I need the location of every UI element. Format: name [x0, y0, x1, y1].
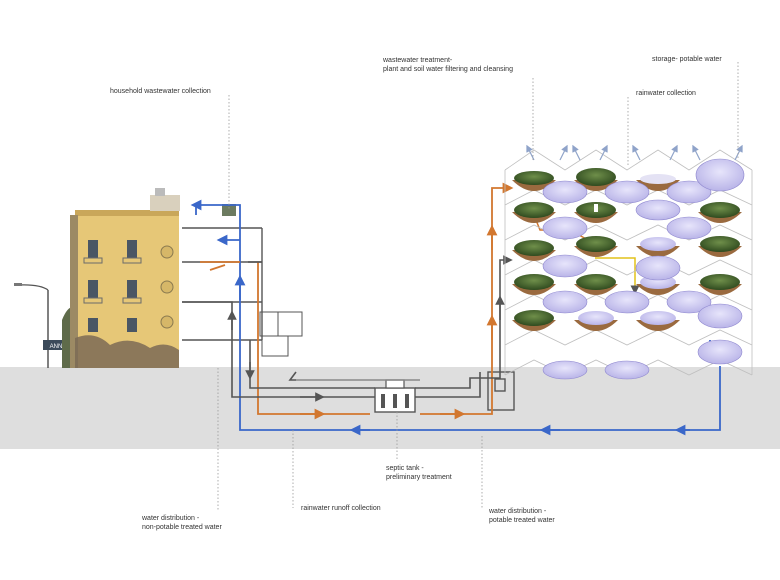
potable-water-pipes [190, 199, 721, 436]
planter [512, 202, 556, 223]
runoff-label-text: rainwater runoff collection [301, 505, 381, 512]
building-annex [259, 311, 303, 357]
evaporation-arrows [526, 144, 743, 161]
planter [574, 311, 618, 331]
nonpotable-label-line1: water distribution - [142, 515, 200, 522]
planter [574, 274, 618, 295]
wastewater-pipes [200, 182, 589, 420]
nonpotable-label-line2: non-potable treated water [142, 524, 222, 531]
storage-label: storage- potable water [652, 55, 722, 64]
graywater-pipes [182, 255, 513, 402]
treatment-label-line1: wastewater treatment- [383, 57, 453, 64]
street-sign: ANN [43, 340, 69, 350]
septic-label-line1: septic tank - [386, 465, 424, 472]
label-leaders [217, 62, 739, 510]
filter-tank [487, 371, 515, 411]
planter [636, 237, 680, 257]
rainwater-collection-text: rainwater collection [636, 90, 696, 97]
planter [698, 274, 742, 295]
planter [512, 240, 556, 261]
planter [698, 236, 742, 257]
rainwater-collection-label: rainwater collection [636, 89, 696, 98]
treatment-label-line2: plant and soil water filtering and clean… [383, 66, 513, 73]
household-wastewater-text: household wastewater collection [110, 88, 211, 95]
street-lamp-icon [14, 283, 49, 368]
household-floors [182, 227, 263, 341]
potable-label-line2: potable treated water [489, 517, 555, 524]
street-sign-text: ANN [50, 344, 63, 350]
treatment-label: wastewater treatment- plant and soil wat… [383, 56, 513, 74]
nonpotable-distribution-label: water distribution - non-potable treated… [142, 514, 222, 532]
septic-tank-label: septic tank - preliminary treatment [386, 464, 452, 482]
planter-modules [512, 168, 742, 331]
septic-label-line2: preliminary treatment [386, 474, 452, 481]
storage-label-text: storage- potable water [652, 56, 722, 63]
planter [698, 202, 742, 223]
runoff-label: rainwater runoff collection [301, 504, 381, 513]
planter [512, 274, 556, 295]
storage-bubbles [542, 158, 745, 380]
apartment-building [62, 188, 236, 368]
potable-label-line1: water distribution - [489, 508, 547, 515]
planter [574, 236, 618, 257]
planter [512, 310, 556, 331]
potable-distribution-label: water distribution - potable treated wat… [489, 507, 555, 525]
household-wastewater-label: household wastewater collection [110, 87, 211, 96]
planter [574, 202, 618, 223]
planter [636, 311, 680, 331]
